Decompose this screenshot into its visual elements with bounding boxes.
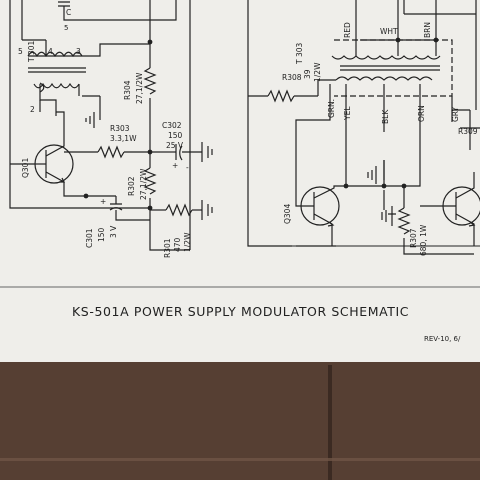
label-r308-val: 39 bbox=[303, 69, 312, 79]
label-q301: Q301 bbox=[21, 158, 30, 178]
schematic-paper bbox=[0, 0, 480, 366]
label-r301-val: 470 bbox=[173, 237, 182, 252]
label-r302-val: 27,1/2W bbox=[139, 168, 148, 200]
table-board-seam bbox=[328, 365, 332, 480]
label-plus-c302: + bbox=[172, 161, 178, 170]
label-plus-c301: + bbox=[100, 197, 106, 206]
label-r308-watt: 1/2W bbox=[313, 62, 322, 82]
label-r304: R304 bbox=[123, 80, 132, 100]
label-t301-pin5: 5 bbox=[18, 47, 23, 56]
label-c302-volt: 25 V bbox=[166, 141, 184, 150]
label-c302: C302 bbox=[162, 121, 182, 130]
label-c301: C301 bbox=[85, 228, 94, 248]
label-t301-pin3: 3 bbox=[76, 47, 81, 56]
label-grn: GRN. bbox=[327, 99, 336, 118]
label-t303: T 303 bbox=[295, 42, 304, 65]
label-r302: R302 bbox=[127, 176, 136, 196]
label-q304: Q304 bbox=[283, 204, 292, 224]
table-board-edge bbox=[0, 458, 480, 461]
label-r307-val: 680, 1W bbox=[419, 224, 428, 256]
label-c-top-5: 5 bbox=[64, 24, 68, 32]
label-c-top: C bbox=[66, 8, 71, 17]
schematic-wiring bbox=[9, 0, 480, 255]
label-r304-val: 27,1/2W bbox=[135, 72, 144, 104]
label-r301: R301 bbox=[163, 238, 172, 258]
label-red: RED bbox=[343, 22, 352, 38]
label-t301: T 301 bbox=[27, 40, 36, 63]
label-r303: R303 bbox=[110, 124, 130, 133]
label-blk: BLK bbox=[381, 109, 390, 124]
junction-dots bbox=[83, 37, 439, 211]
label-minus-c302: - bbox=[186, 163, 189, 172]
label-r308: R308 bbox=[282, 73, 302, 82]
document-title: KS-501A POWER SUPPLY MODULATOR SCHEMATIC bbox=[72, 304, 409, 319]
label-c302-val: 150 bbox=[168, 131, 183, 140]
revision-note: REV-10, 6/ bbox=[424, 335, 461, 343]
label-r303-val: 3.3,1W bbox=[110, 134, 137, 143]
label-t301-pin2: 2 bbox=[30, 105, 35, 114]
label-orn: ORN bbox=[417, 105, 426, 122]
label-r301-watt: 1/2W bbox=[183, 232, 192, 252]
label-c301-volt: 3 V bbox=[109, 225, 118, 238]
label-wht: WHT bbox=[380, 27, 398, 36]
label-t301-pin4: 4 bbox=[48, 47, 53, 56]
label-gry: GRY bbox=[451, 106, 460, 122]
label-r309: R309 bbox=[458, 127, 478, 136]
label-brn: BRN bbox=[423, 22, 432, 38]
label-c301-val: 150 bbox=[97, 227, 106, 242]
label-yel: YEL bbox=[343, 106, 352, 121]
label-r307: R307 bbox=[409, 228, 418, 248]
